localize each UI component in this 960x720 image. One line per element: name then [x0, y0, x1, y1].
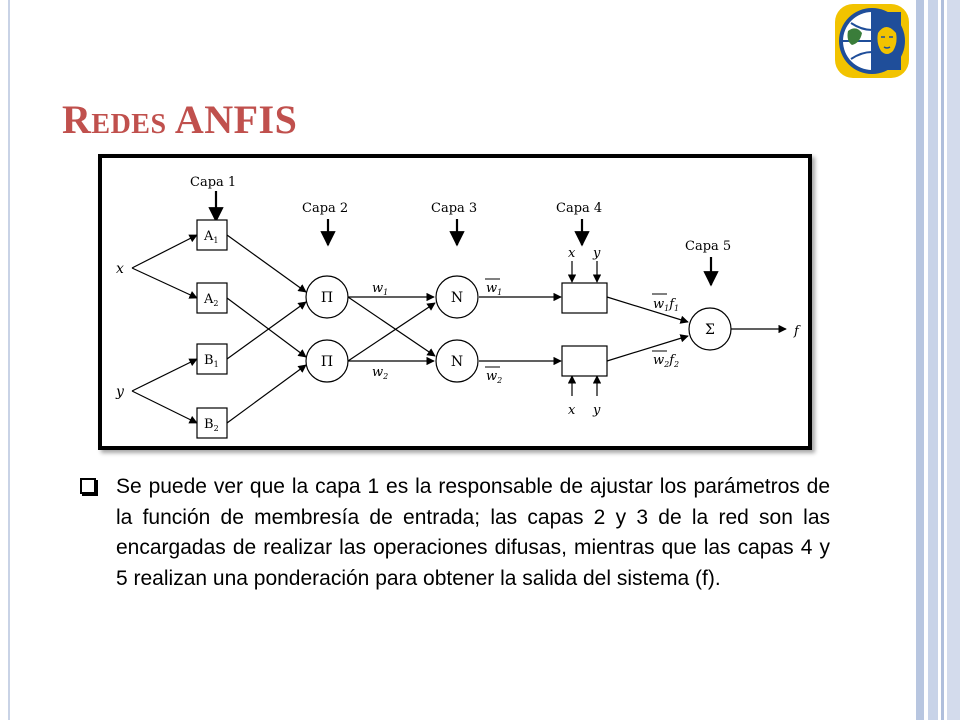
layer-4-label: Capa 4 — [556, 201, 602, 216]
bullet-text: Se puede ver que la capa 1 es la respons… — [116, 475, 830, 590]
layer4-input-x-top: x — [568, 246, 576, 261]
left-rule — [8, 0, 10, 720]
node-n-1-label: N — [451, 290, 463, 306]
node-n-2 — [435, 339, 479, 383]
weighted-f2-label: w2f2 — [653, 353, 679, 369]
layer-3-label: Capa 3 — [431, 201, 477, 216]
overbars — [485, 278, 667, 368]
weight-w2-label: w2 — [372, 365, 388, 381]
university-logo — [835, 4, 909, 78]
node-b2-label: B2 — [204, 417, 219, 433]
node-pi-2-label: Π — [321, 354, 333, 370]
node-b1 — [196, 343, 228, 375]
node-b2 — [196, 407, 228, 439]
node-sigma — [688, 307, 732, 351]
node-n-1 — [435, 275, 479, 319]
node-a1-label: A1 — [203, 229, 218, 245]
layer4-input-y-bottom: y — [592, 403, 601, 418]
right-decoration-bars — [916, 0, 960, 720]
output-f-label: f — [793, 324, 801, 339]
input-x-label: x — [116, 261, 124, 277]
layer-pointer-arrows — [208, 191, 719, 287]
layer4-input-y-top: y — [592, 246, 601, 261]
node-a2 — [196, 282, 228, 314]
weight-w1-label: w1 — [372, 281, 388, 297]
layer-1-label: Capa 1 — [190, 175, 236, 190]
anfis-diagram: Capa 1 Capa 2 Capa 3 Capa 4 Capa 5 x y — [98, 154, 812, 450]
checkbox-bullet-icon — [80, 478, 96, 494]
layer-5-label: Capa 5 — [685, 239, 731, 254]
input-y-label: y — [115, 384, 125, 400]
layer-1-nodes — [196, 219, 228, 439]
bullet-item: Se puede ver que la capa 1 es la respons… — [80, 472, 830, 594]
node-a2-label: A2 — [203, 292, 218, 308]
node-layer4-2 — [561, 345, 608, 377]
node-pi-2 — [305, 339, 349, 383]
layer-2-label: Capa 2 — [302, 201, 348, 216]
node-pi-1-label: Π — [321, 290, 333, 306]
normalized-w2-label: w2 — [486, 369, 502, 385]
node-b1-label: B1 — [204, 353, 219, 369]
connections — [131, 234, 787, 424]
node-layer4-1 — [561, 282, 608, 314]
node-a1 — [196, 219, 228, 251]
node-sigma-label: Σ — [705, 322, 715, 338]
slide-title: Redes ANFIS — [62, 97, 298, 142]
layer4-input-x-bottom: x — [568, 403, 576, 418]
node-n-2-label: N — [451, 354, 463, 370]
normalized-w1-label: w1 — [486, 281, 502, 297]
weighted-f1-label: w1f1 — [653, 297, 679, 313]
node-pi-1 — [305, 275, 349, 319]
